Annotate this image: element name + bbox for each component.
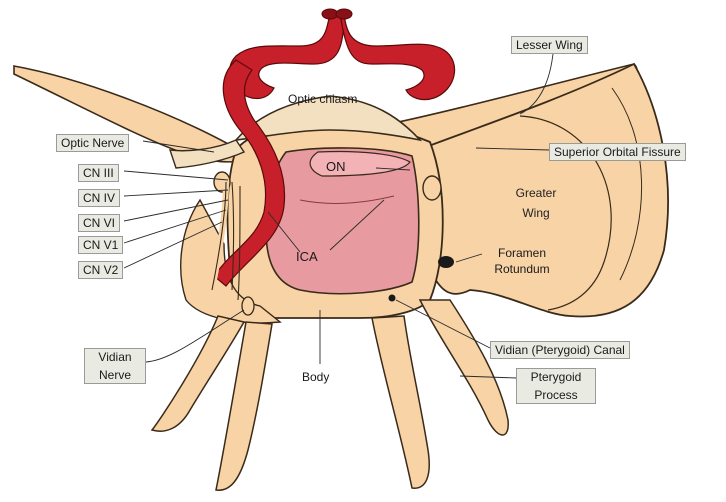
label-cn-iv: CN IV xyxy=(78,189,120,207)
label-vidian-canal: Vidian (Pterygoid) Canal xyxy=(490,341,630,359)
label-cn-v2: CN V2 xyxy=(78,261,123,279)
label-optic-chiasm: Optic chiasm xyxy=(288,92,357,106)
label-vidian-nerve-line2: Nerve xyxy=(89,368,141,382)
label-cn-v1: CN V1 xyxy=(78,236,123,254)
label-foramen-rotundum: Foramen Rotundum xyxy=(482,246,562,276)
label-cn-iii: CN III xyxy=(78,164,119,182)
label-superior-orbital-fissure: Superior Orbital Fissure xyxy=(549,143,686,161)
label-on: ON xyxy=(326,160,346,174)
label-cn-vi: CN VI xyxy=(78,214,120,232)
label-pterygoid-process: Pterygoid Process xyxy=(516,368,596,404)
label-greater-wing: Greater Wing xyxy=(506,186,566,220)
label-greater-wing-line1: Greater xyxy=(506,186,566,200)
foramen-rotundum-hole xyxy=(438,256,454,268)
label-foramen-line1: Foramen xyxy=(482,246,562,260)
label-pterygoid-line2: Process xyxy=(521,388,591,402)
label-body: Body xyxy=(302,370,329,384)
label-vidian-nerve: Vidian Nerve xyxy=(84,348,146,384)
label-ica: ICA xyxy=(296,250,318,264)
label-vidian-nerve-line1: Vidian xyxy=(89,350,141,364)
vidian-canal-hole xyxy=(389,295,396,302)
label-lesser-wing: Lesser Wing xyxy=(511,36,588,54)
label-optic-nerve: Optic Nerve xyxy=(56,134,129,152)
label-pterygoid-line1: Pterygoid xyxy=(521,370,591,384)
label-greater-wing-line2: Wing xyxy=(506,206,566,220)
label-foramen-line2: Rotundum xyxy=(482,262,562,276)
